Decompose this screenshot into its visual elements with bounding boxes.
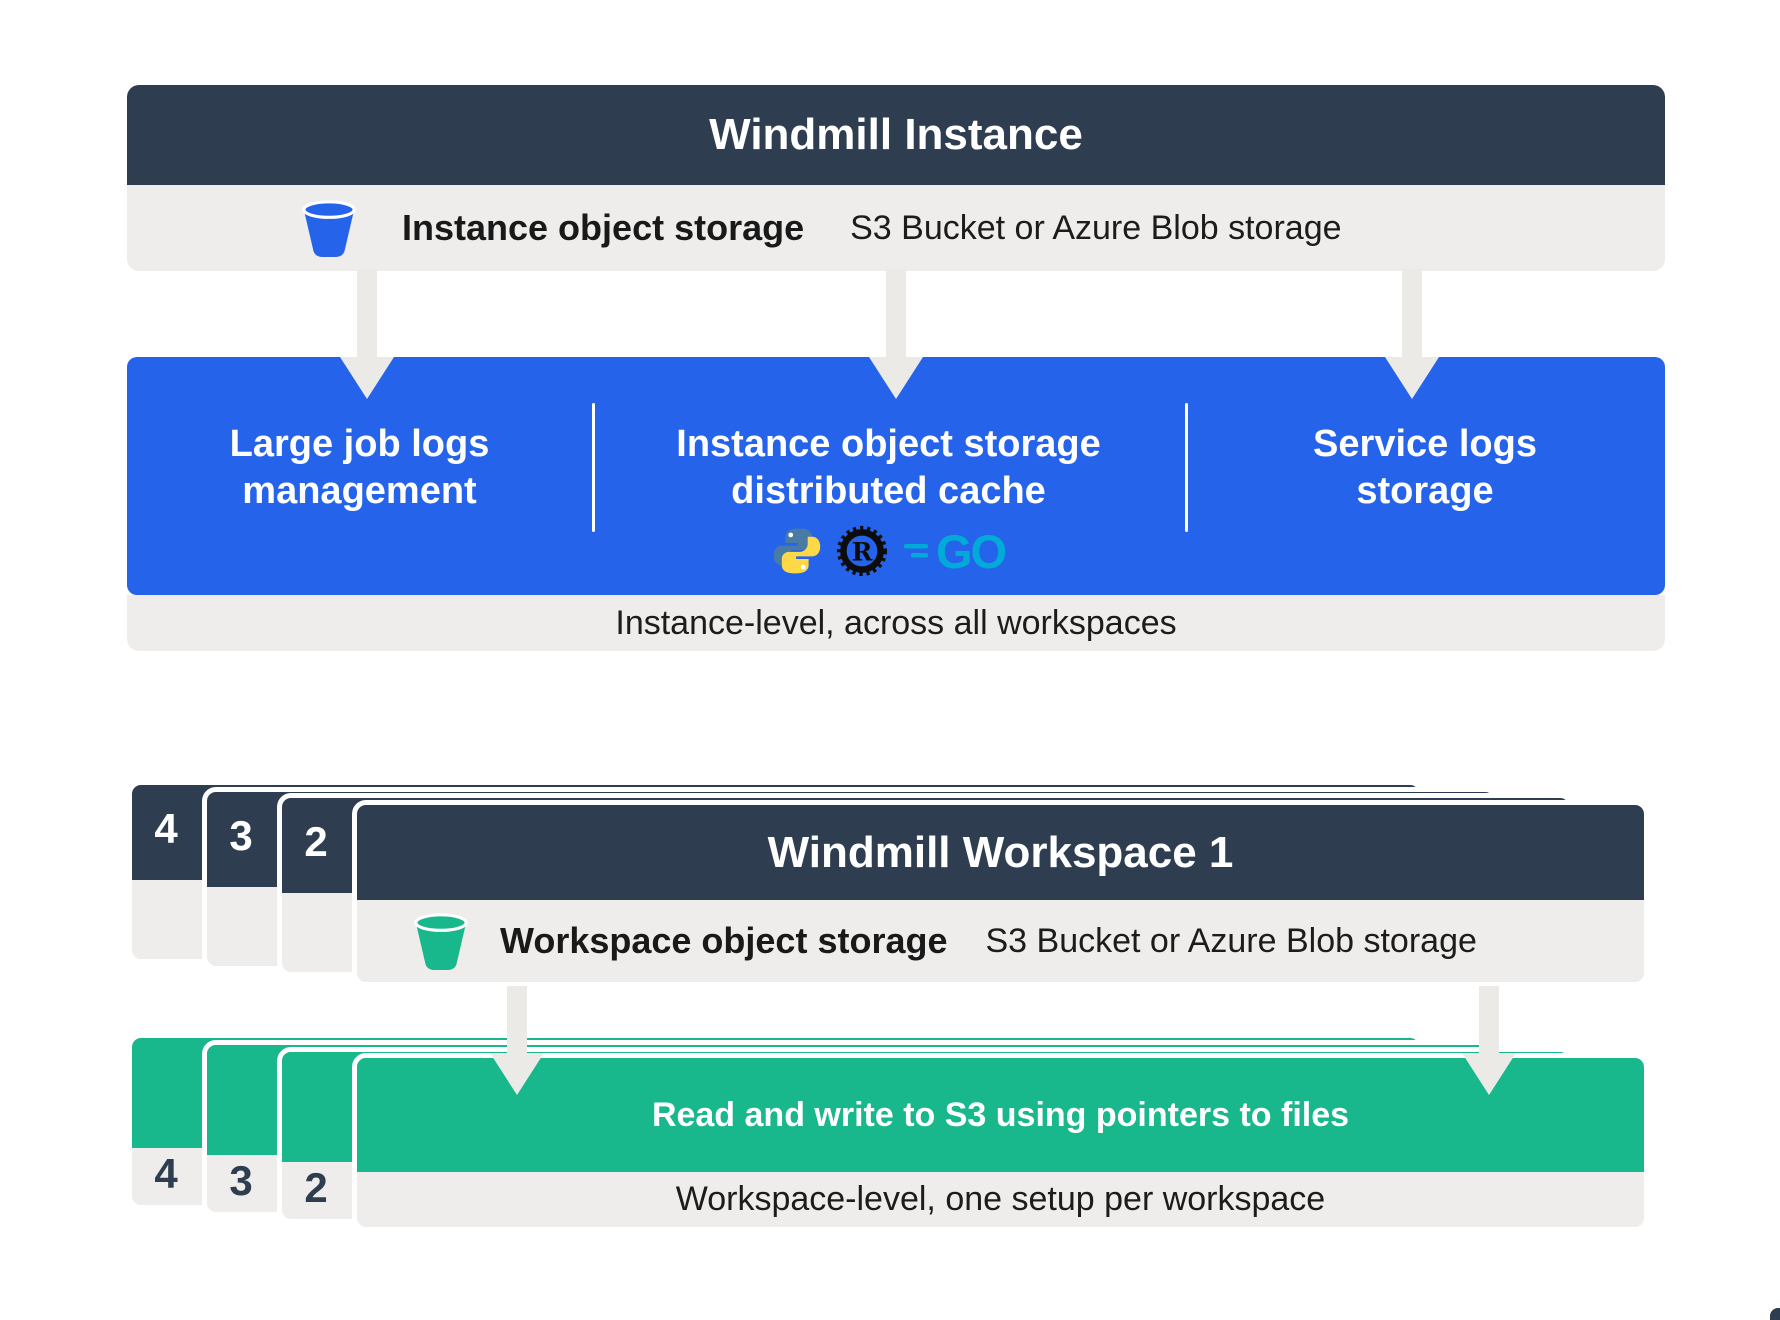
workspace-storage-label: Workspace object storage [500, 920, 948, 961]
go-icon: GO [902, 524, 1007, 578]
language-icons: R GO [592, 522, 1185, 580]
stack-number: 4 [154, 805, 178, 852]
go-letters: GO [935, 524, 1007, 578]
down-arrow [1402, 269, 1422, 359]
stack-number: 4 [154, 1150, 178, 1197]
down-arrow [507, 986, 527, 1055]
workspace-title: Windmill Workspace 1 [767, 827, 1234, 877]
instance-storage-row: Instance object storage S3 Bucket or Azu… [127, 185, 1665, 271]
workspace-card-main: Windmill Workspace 1 Workspace object st… [352, 800, 1649, 987]
workspace-caption: Workspace-level, one setup per workspace [675, 1180, 1326, 1218]
python-icon [773, 528, 821, 574]
down-arrow-tip [1385, 357, 1439, 399]
stack-number: 3 [229, 1157, 253, 1204]
down-arrow-tip [490, 1053, 544, 1095]
workspace-storage-row: Workspace object storage S3 Bucket or Az… [357, 900, 1644, 982]
feature-text: Large job logs management [127, 421, 592, 515]
down-arrow-tip [1462, 1053, 1516, 1095]
feature-line: management [242, 470, 477, 512]
stack-number: 2 [304, 1164, 328, 1211]
green-action-area: Read and write to S3 using pointers to f… [357, 1058, 1644, 1172]
down-arrow [1479, 986, 1499, 1055]
feature-text: Instance object storage distributed cach… [592, 421, 1185, 515]
stack-number: 3 [229, 812, 253, 859]
windmill-instance-card: Windmill Instance Instance object storag… [127, 85, 1665, 271]
feature-text: Service logs storage [1185, 421, 1665, 515]
instance-storage-label: Instance object storage [402, 207, 805, 248]
rust-letter: R [852, 536, 873, 566]
stack-number: 2 [304, 818, 328, 865]
green-card-main: Read and write to S3 using pointers to f… [352, 1053, 1649, 1232]
bucket-icon [414, 913, 468, 971]
feature-line: Service logs [1313, 423, 1537, 465]
workspace-header: Windmill Workspace 1 [357, 805, 1644, 900]
down-arrow [357, 269, 377, 359]
column-divider [1185, 403, 1188, 532]
feature-large-job-logs: Large job logs management [127, 357, 592, 595]
workspace-storage-detail: S3 Bucket or Azure Blob storage [985, 921, 1477, 960]
instance-storage-detail: S3 Bucket or Azure Blob storage [850, 208, 1342, 247]
bucket-icon [302, 200, 356, 258]
feature-line: storage [1356, 470, 1494, 512]
go-speed-lines [903, 544, 928, 558]
feature-service-logs: Service logs storage [1185, 357, 1665, 595]
feature-line: distributed cache [731, 470, 1046, 512]
green-action-text: Read and write to S3 using pointers to f… [651, 1095, 1350, 1134]
feature-line: Large job logs [229, 423, 490, 465]
rust-icon: R [836, 525, 888, 577]
cropped-next-card-corner [1770, 1308, 1780, 1320]
down-arrow [886, 269, 906, 359]
feature-distributed-cache: Instance object storage distributed cach… [592, 357, 1185, 595]
feature-line: Instance object storage [676, 423, 1101, 465]
workspace-caption-bar: Workspace-level, one setup per workspace [357, 1172, 1644, 1227]
down-arrow-tip [869, 357, 923, 399]
down-arrow-tip [340, 357, 394, 399]
instance-header: Windmill Instance [127, 85, 1665, 185]
column-divider [592, 403, 595, 532]
instance-title: Windmill Instance [709, 110, 1083, 159]
instance-caption: Instance-level, across all workspaces [127, 595, 1665, 651]
